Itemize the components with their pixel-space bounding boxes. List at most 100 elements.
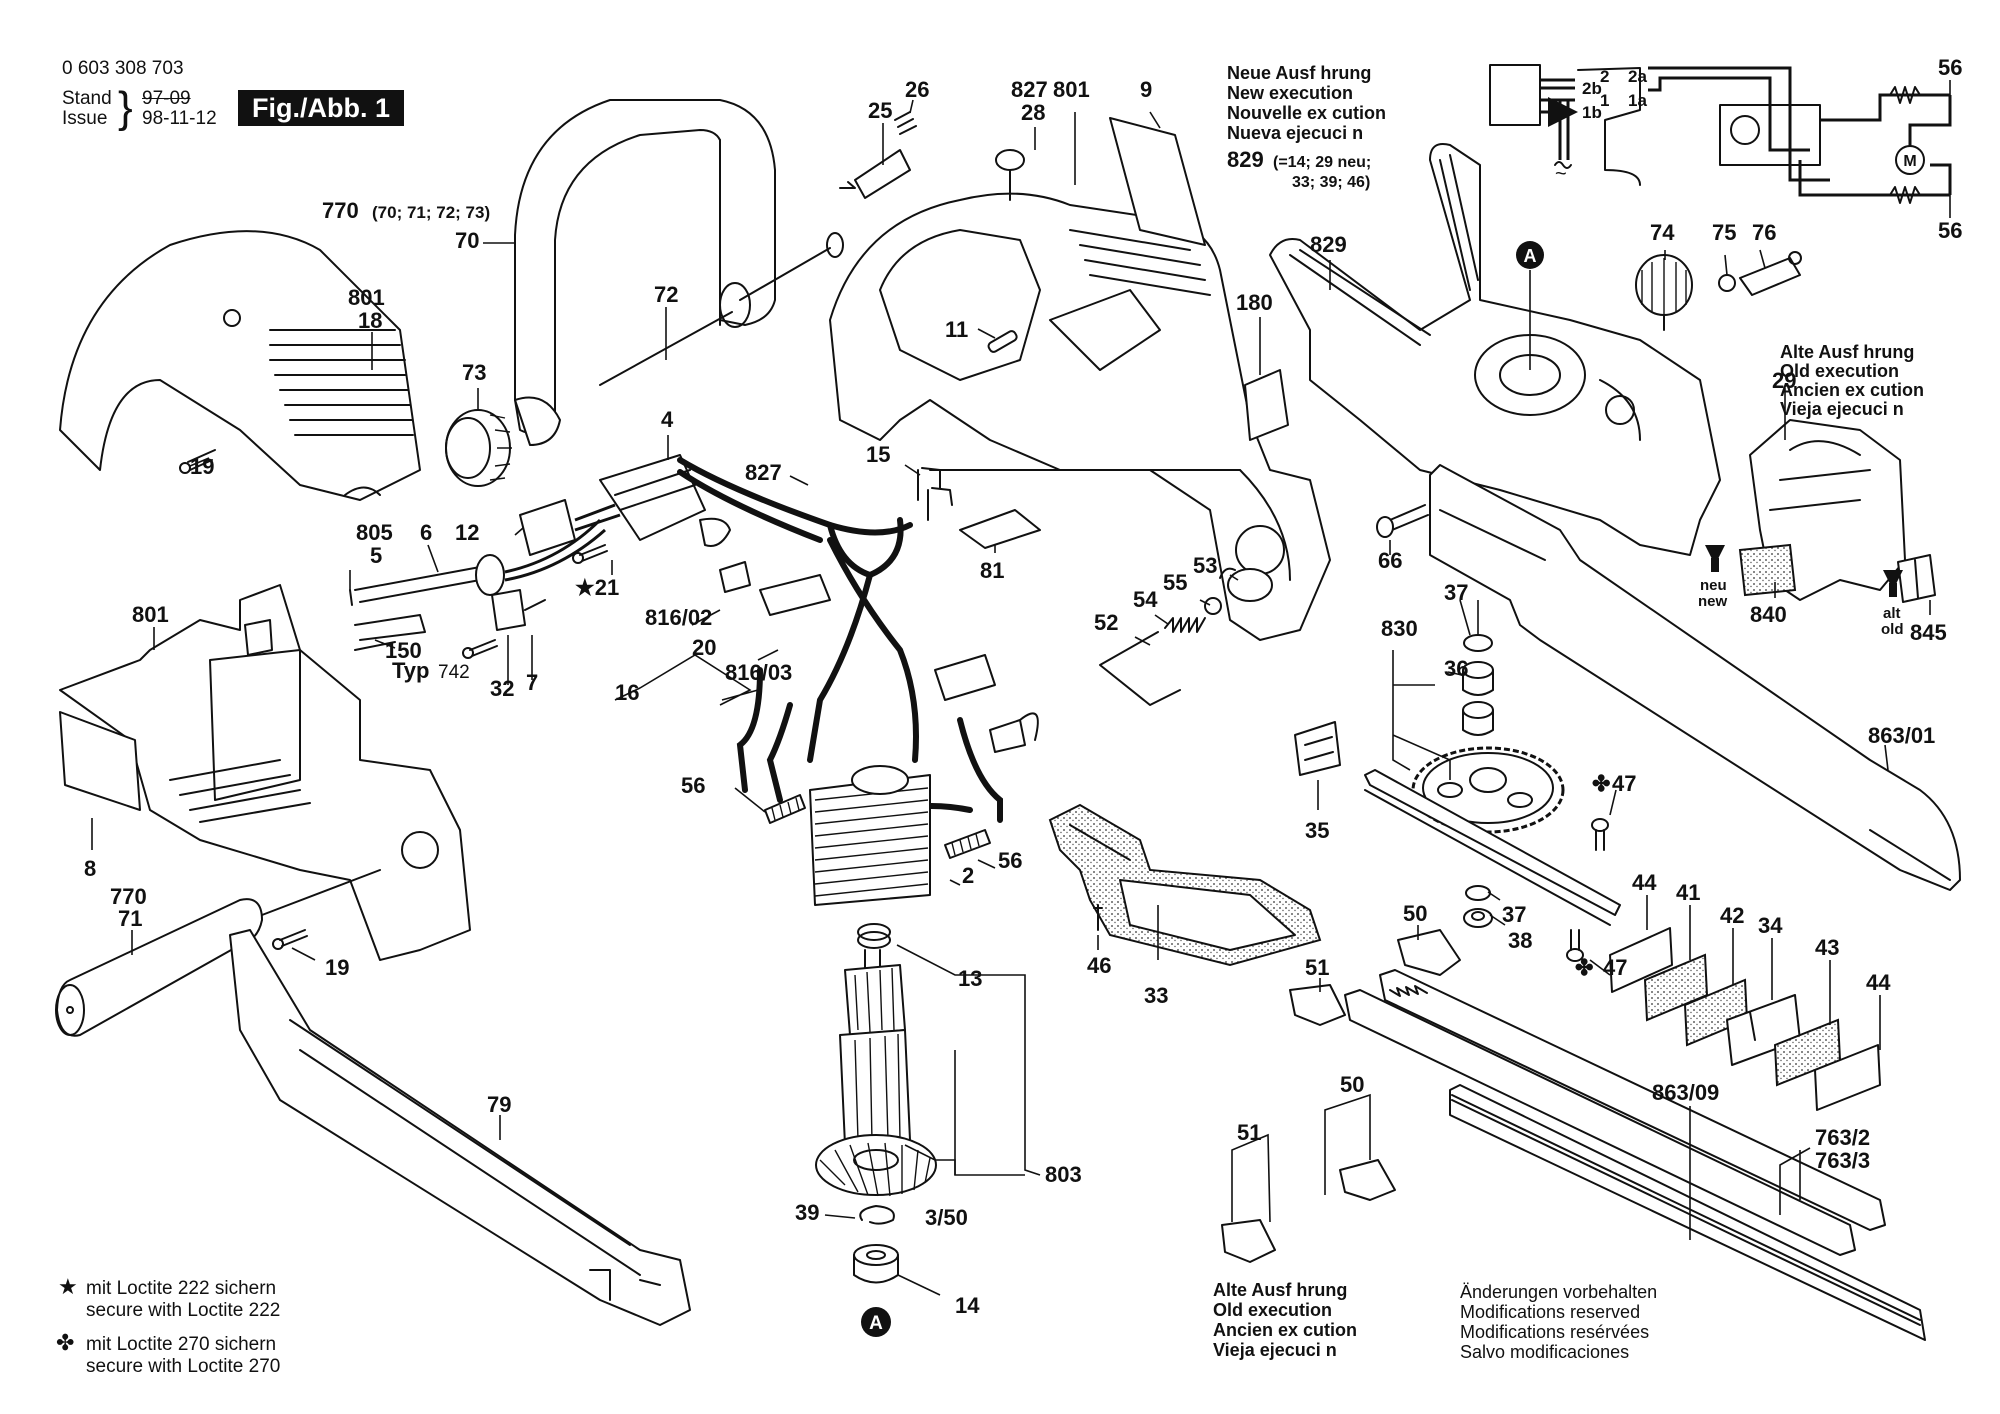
lever-25-26 <box>839 111 917 199</box>
old-execution-note-bottom: Alte Ausf hrung Old execution Ancien ex … <box>1213 1280 1357 1360</box>
screw-32 <box>462 639 498 659</box>
part-label-9: 9 <box>1140 77 1152 102</box>
star-icon: ★ <box>58 1274 78 1299</box>
circlip-39 <box>859 1205 895 1225</box>
bushings-36 <box>1462 661 1494 736</box>
part-label-73: 73 <box>462 360 486 385</box>
legend-club-line-2: secure with Loctite 270 <box>86 1356 280 1377</box>
cover-76 <box>1739 251 1802 296</box>
knob-28 <box>995 149 1025 201</box>
new-execution-es: Nueva ejecuci n <box>1227 123 1363 143</box>
part-label-14: 14 <box>955 1293 980 1318</box>
nut-75 <box>1718 274 1736 292</box>
part-label-50-mid: 50 <box>1403 901 1427 926</box>
holder-50-mid <box>1397 929 1461 976</box>
terminal-2a: 2a <box>1628 67 1647 86</box>
armature-803 <box>839 949 911 1146</box>
part-label-37-low: 37 <box>1502 902 1526 927</box>
part-label-typ: Typ <box>392 658 429 683</box>
label-plate-180 <box>1244 369 1289 441</box>
part-label-12: 12 <box>455 520 479 545</box>
part-label-28: 28 <box>1021 100 1045 125</box>
part-label-37-top: 37 <box>1444 580 1468 605</box>
part-label-15: 15 <box>866 442 890 467</box>
issue-label: Issue <box>62 108 108 129</box>
handle-bow <box>514 99 844 435</box>
arrow-old <box>1883 570 1903 597</box>
disclaimer-fr: Modifications resérvées <box>1460 1322 1649 1342</box>
part-label-39: 39 <box>795 1200 819 1225</box>
new-execution-ref-detail-2: 33; 39; 46) <box>1292 174 1370 191</box>
blade-set <box>1344 969 1926 1341</box>
part-label-71: 71 <box>118 906 142 931</box>
guide-rail-79 <box>229 929 691 1326</box>
disclaimer-de: Änderungen vorbehalten <box>1460 1282 1657 1302</box>
old-execution-bottom-fr: Ancien ex cution <box>1213 1320 1357 1340</box>
terminal-2: 2 <box>1600 67 1609 86</box>
switch-4 <box>599 454 731 547</box>
new-execution-fr: Nouvelle ex cution <box>1227 103 1386 123</box>
part-label-830: 830 <box>1381 616 1418 641</box>
part-number: 0 603 308 703 <box>62 58 184 79</box>
part-label-150: 150 <box>385 638 422 663</box>
terminal-1b: 1b <box>1582 103 1602 122</box>
part-label-18: 18 <box>358 308 382 333</box>
part-label-805: 805 <box>356 520 393 545</box>
capacitor-12 <box>519 499 621 556</box>
part-label-6: 6 <box>420 520 432 545</box>
part-label-32: 32 <box>490 676 514 701</box>
part-label-840: 840 <box>1750 602 1787 627</box>
part-label-72: 72 <box>654 282 678 307</box>
wiring-schematic: M 2 2a 2b 1 1a 1b ~ 56 56 <box>1489 55 1962 243</box>
brush-holder-right <box>934 654 1039 753</box>
part-label-56-right: 56 <box>998 848 1022 873</box>
old-execution-bottom-en: Old execution <box>1213 1300 1332 1320</box>
part-label-35: 35 <box>1305 818 1329 843</box>
part-labels: 26 25 827 28 801 9 70 72 801 18 73 19 11… <box>84 77 1947 1318</box>
part-label-55: 55 <box>1163 570 1187 595</box>
label-plate-8 <box>59 711 141 811</box>
part-label-19-top: 19 <box>190 454 214 479</box>
modifications-disclaimer: Änderungen vorbehalten Modifications res… <box>1460 1282 1657 1362</box>
motor-housing-cover <box>59 230 421 501</box>
front-grip-71 <box>55 869 381 1037</box>
spring-54 <box>1164 617 1206 633</box>
holder-51-old <box>1221 1133 1276 1263</box>
terminal-1a: 1a <box>1628 91 1647 110</box>
part-label-42: 42 <box>1720 903 1744 928</box>
strain-relief-7 <box>491 589 546 631</box>
part-label-47-bottom: 47 <box>1603 955 1627 980</box>
part-label-47-top: 47 <box>1612 771 1636 796</box>
part-label-816-02: 816/02 <box>645 605 712 630</box>
plate-845 <box>1897 554 1936 603</box>
legend-club-line-1: mit Loctite 270 sichern <box>86 1334 276 1355</box>
part-label-827-mid: 827 <box>745 460 782 485</box>
part-label-41: 41 <box>1676 880 1700 905</box>
gear-830 <box>1364 746 1621 926</box>
part-label-3-50: 3/50 <box>925 1205 968 1230</box>
knob-73 <box>445 396 561 487</box>
plate-81 <box>959 509 1041 549</box>
part-label-74: 74 <box>1650 220 1675 245</box>
screw-21 <box>572 544 608 564</box>
block-35 <box>1294 721 1341 776</box>
part-label-180: 180 <box>1236 290 1273 315</box>
terminal-2b: 2b <box>1582 79 1602 98</box>
part-label-46: 46 <box>1087 953 1111 978</box>
part-label-4: 4 <box>661 407 674 432</box>
issue-date: 98-11-12 <box>142 108 217 129</box>
brace-icon: } <box>118 83 133 132</box>
part-label-763-2: 763/2 <box>1815 1125 1870 1150</box>
part-label-81: 81 <box>980 558 1004 583</box>
part-label-11: 11 <box>945 317 968 342</box>
motor-symbol: M <box>1903 153 1916 170</box>
cable-6 <box>349 518 606 606</box>
part-label-20: 20 <box>692 635 716 660</box>
figure-number-badge: Fig./Abb. 1 <box>238 90 404 126</box>
holder-50-old <box>1324 1093 1396 1201</box>
brush-holder-left <box>719 561 831 616</box>
choke-label-top: 56 <box>1938 55 1962 80</box>
part-label-44-a: 44 <box>1632 870 1657 895</box>
arrow-old-label-en: old <box>1881 621 1904 638</box>
